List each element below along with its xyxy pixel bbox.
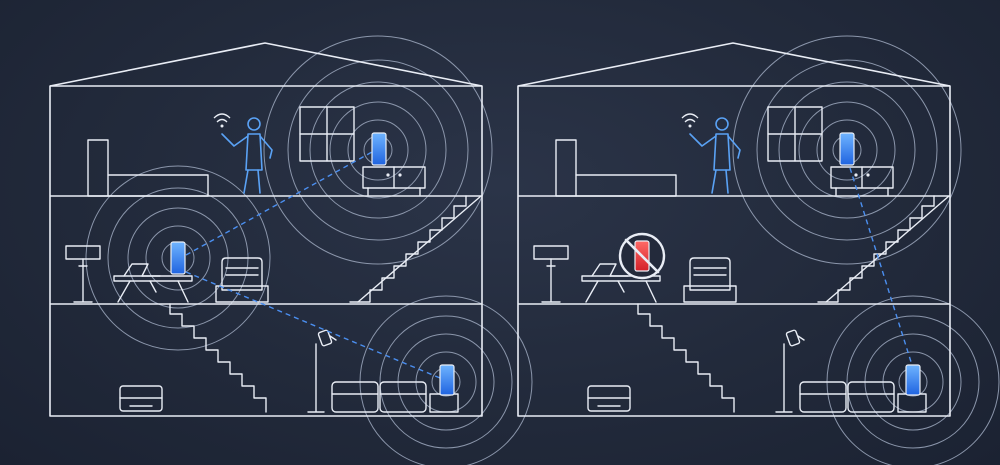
signal-waves-right	[732, 35, 1000, 465]
person-icon	[689, 117, 741, 194]
house-right-frame	[517, 85, 951, 417]
signal-waves-left	[85, 35, 533, 465]
mesh-router-icon	[170, 241, 186, 275]
wifi-signal-icon	[213, 113, 231, 128]
mesh-router-icon	[839, 132, 855, 166]
mesh-router-icon	[371, 132, 387, 166]
mesh-link-center-bottom	[185, 271, 441, 379]
person-icon	[221, 117, 273, 194]
mesh-link-center-top	[185, 151, 373, 256]
mesh-router-icon	[905, 364, 921, 396]
mesh-link-failover	[849, 167, 913, 366]
wifi-signal-icon	[681, 113, 699, 128]
house-left	[49, 35, 533, 465]
house-right	[517, 35, 1000, 465]
house-left-frame	[49, 85, 483, 417]
no-signal-icon	[618, 232, 666, 280]
mesh-router-icon	[439, 364, 455, 396]
